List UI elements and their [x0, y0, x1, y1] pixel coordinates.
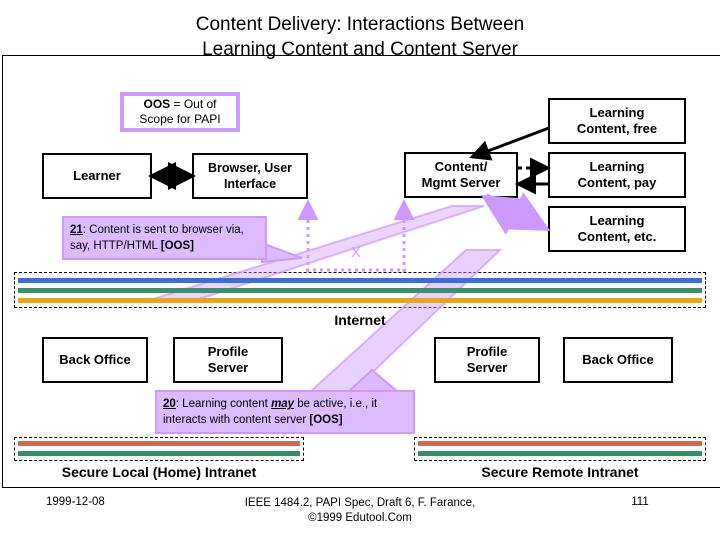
internet-stripe-green — [18, 288, 702, 293]
footer-page-number: 111 — [631, 496, 649, 508]
node-learning-content-etc[interactable]: Learning Content, etc. — [548, 206, 686, 252]
node-learning-content-free[interactable]: Learning Content, free — [548, 98, 686, 144]
node-content-mgmt-server[interactable]: Content/ Mgmt Server — [404, 152, 518, 198]
callout-21-tag: [OOS] — [160, 240, 194, 252]
callout-step-21: 21: Content is sent to browser via, say,… — [62, 216, 267, 260]
callout-step-20: 20: Learning content may be active, i.e.… — [155, 390, 415, 434]
node-profile-server-left[interactable]: Profile Server — [173, 337, 283, 383]
callout-21-body: : Content is sent to browser via, say, H… — [70, 224, 244, 252]
callout-20-number: 20 — [163, 398, 176, 410]
callout-21-number: 21 — [70, 224, 83, 236]
node-back-office-right[interactable]: Back Office — [563, 337, 673, 383]
node-back-office-left[interactable]: Back Office — [42, 337, 148, 383]
arrow-etc-to-server-purple — [480, 194, 528, 235]
node-learning-content-pay[interactable]: Learning Content, pay — [548, 152, 686, 198]
internet-stripe-orange — [18, 298, 702, 303]
arrow-free-to-server — [469, 126, 550, 161]
frame-bottom-rule — [2, 487, 720, 488]
footer-date: 1999-12-08 — [46, 496, 105, 508]
node-learner[interactable]: Learner — [42, 153, 152, 199]
callout-20-tag: [OOS] — [309, 414, 343, 426]
frame-top-rule — [2, 55, 720, 56]
local-stripe-green — [18, 451, 300, 456]
remote-stripe-red — [418, 441, 702, 446]
legend-oos-text: = Out of Scope for PAPI — [139, 97, 221, 126]
callout-20-emphasis: may — [271, 398, 295, 410]
legend-oos-abbr: OOS — [143, 97, 171, 111]
footer-attribution: IEEE 1484.2, PAPI Spec, Draft 6, F. Fara… — [244, 497, 476, 524]
blocked-path-x-mark: X — [351, 244, 362, 261]
legend-oos-box: OOS = Out of Scope for PAPI — [120, 92, 240, 132]
node-profile-server-right[interactable]: Profile Server — [434, 337, 540, 383]
internet-stripe-blue — [18, 278, 702, 283]
callout-20-tail-shape — [345, 368, 401, 393]
local-intranet-label: Secure Local (Home) Intranet — [61, 464, 257, 480]
node-browser-user-interface[interactable]: Browser, User Interface — [192, 153, 308, 199]
local-stripe-red — [18, 441, 300, 446]
page-title: Content Delivery: Interactions Between L… — [195, 14, 525, 60]
remote-stripe-green — [418, 451, 702, 456]
callout-20-pre: : Learning content — [175, 398, 272, 410]
internet-band-label: Internet — [334, 312, 386, 328]
callout-20-post: be active, i.e., it interacts with conte… — [163, 398, 378, 426]
remote-intranet-label: Secure Remote Intranet — [481, 464, 639, 480]
